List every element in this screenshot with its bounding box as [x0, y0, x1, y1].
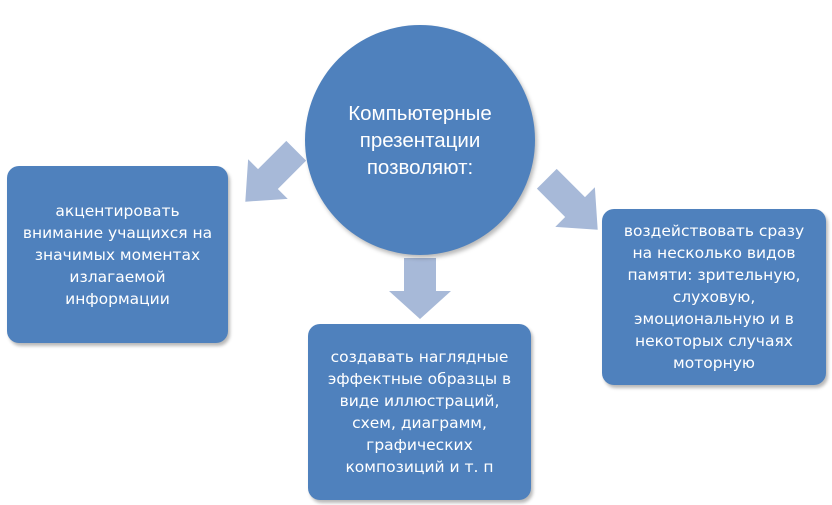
right-box-line: на несколько видов [632, 244, 796, 262]
right-box-line: воздействовать сразу [623, 222, 805, 240]
center-line: презентации [359, 128, 481, 152]
bottom-box: создавать наглядные эффектные образцы в … [308, 324, 531, 500]
bottom-box-line: схем, диаграмм, [352, 414, 487, 432]
left-box-line: информации [65, 289, 170, 308]
bottom-box-line: композиций и т. п [345, 458, 494, 476]
bottom-box-text: создавать наглядные эффектные образцы в … [328, 346, 511, 478]
left-box-line: акцентировать [55, 201, 180, 220]
left-box: акцентировать внимание учащихся на значи… [7, 166, 228, 343]
center-line: позволяют: [366, 155, 474, 179]
right-box-line: слуховую, [672, 288, 756, 306]
right-box-text: воздействовать сразу на несколько видов … [624, 220, 804, 374]
right-box: воздействовать сразу на несколько видов … [602, 209, 826, 385]
center-line: Компьютерные [348, 101, 492, 125]
arrow-left [245, 140, 307, 202]
left-box-line: внимание учащихся на [22, 223, 213, 242]
bottom-box-line: создавать наглядные [330, 348, 509, 366]
right-box-line: некоторых случаях [635, 332, 793, 350]
arrow-bottom [389, 258, 451, 319]
bottom-box-line: графических [366, 436, 473, 454]
left-box-text: акцентировать внимание учащихся на значи… [23, 200, 212, 310]
left-box-line: излагаемой [69, 267, 166, 286]
bottom-box-line: эффектные образцы в [327, 370, 512, 388]
center-circle-text: Компьютерные презентации позволяют: [348, 100, 492, 181]
center-circle: Компьютерные презентации позволяют: [305, 25, 535, 255]
left-box-line: значимых моментах [34, 245, 201, 264]
bottom-box-line: виде иллюстраций, [339, 392, 500, 410]
right-box-line: эмоциональную и в [634, 310, 794, 328]
right-box-line: моторную [673, 354, 755, 372]
right-box-line: памяти: зрительную, [627, 266, 801, 284]
arrow-right [536, 168, 598, 230]
